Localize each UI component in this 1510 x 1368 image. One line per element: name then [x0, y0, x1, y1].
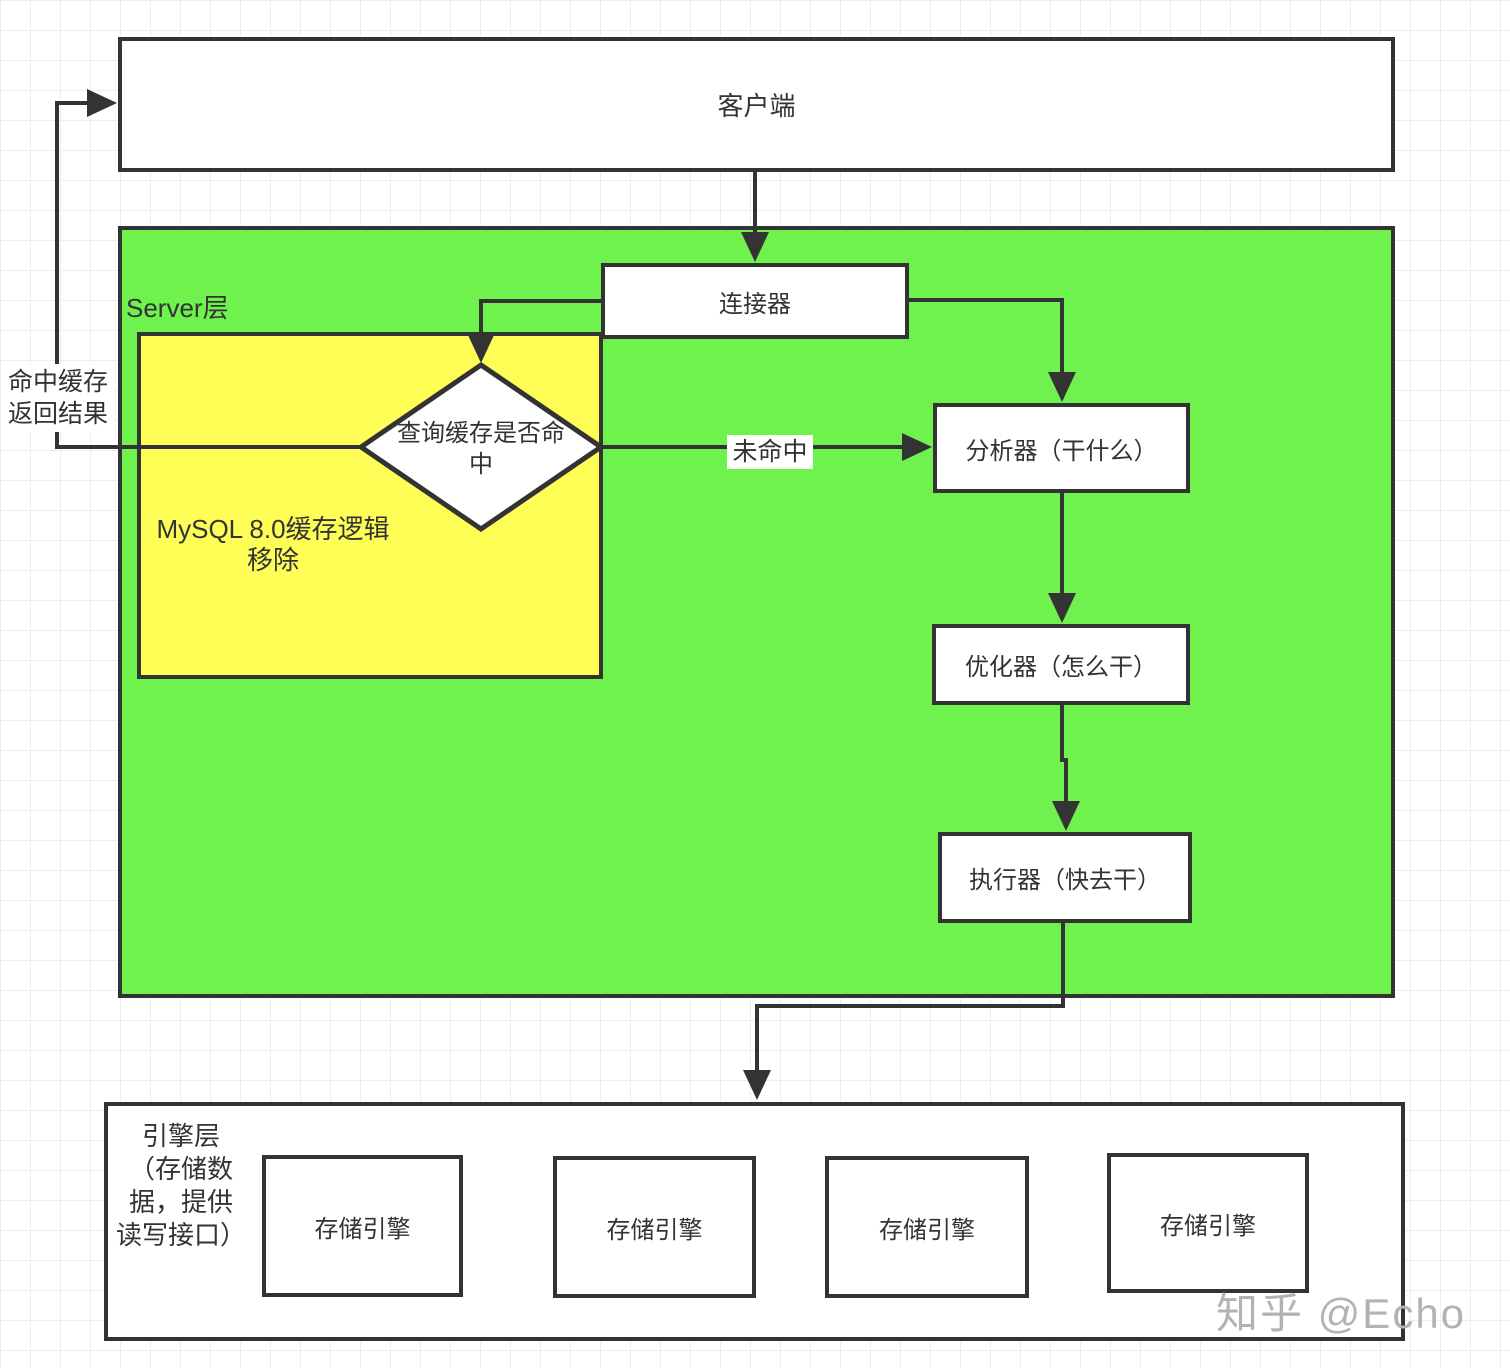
storage-engine-node-3: 存储引擎	[825, 1156, 1029, 1298]
connector-node: 连接器	[601, 263, 909, 339]
optimizer-node: 优化器（怎么干）	[932, 624, 1190, 705]
storage-engine-node-2: 存储引擎	[553, 1156, 756, 1298]
storage-engine-label-4: 存储引擎	[1160, 1212, 1256, 1240]
cache-note-box	[137, 332, 603, 679]
edge-label-hit: 命中缓存 返回结果	[2, 364, 114, 432]
client-node-label: 客户端	[717, 91, 796, 121]
analyzer-node: 分析器（干什么）	[933, 403, 1190, 493]
cache-decision-label: 查询缓存是否命 中	[397, 420, 565, 478]
storage-engine-node-1: 存储引擎	[262, 1155, 463, 1297]
edge-label-miss: 未命中	[727, 435, 813, 469]
optimizer-node-label: 优化器（怎么干）	[965, 654, 1157, 681]
storage-engine-label-3: 存储引擎	[879, 1216, 975, 1244]
arrowhead-into-client	[87, 89, 117, 117]
executor-node: 执行器（快去干）	[938, 832, 1192, 923]
storage-engine-label-1: 存储引擎	[314, 1215, 411, 1243]
arrowhead-into-engine-layer	[743, 1070, 771, 1100]
analyzer-node-label: 分析器（干什么）	[965, 437, 1158, 465]
executor-node-label: 执行器（快去干）	[969, 867, 1161, 894]
engine-layer-label: 引擎层 （存储数 据，提供 读写接口）	[115, 1121, 246, 1250]
cache-note-label: MySQL 8.0缓存逻辑 移除	[156, 514, 390, 575]
client-node: 客户端	[118, 37, 1395, 172]
storage-engine-node-4: 存储引擎	[1107, 1153, 1309, 1293]
watermark: 知乎 @Echo	[1216, 1290, 1467, 1337]
connector-node-label: 连接器	[719, 290, 791, 318]
server-layer-label: Server层	[126, 293, 229, 323]
storage-engine-label-2: 存储引擎	[606, 1216, 703, 1244]
